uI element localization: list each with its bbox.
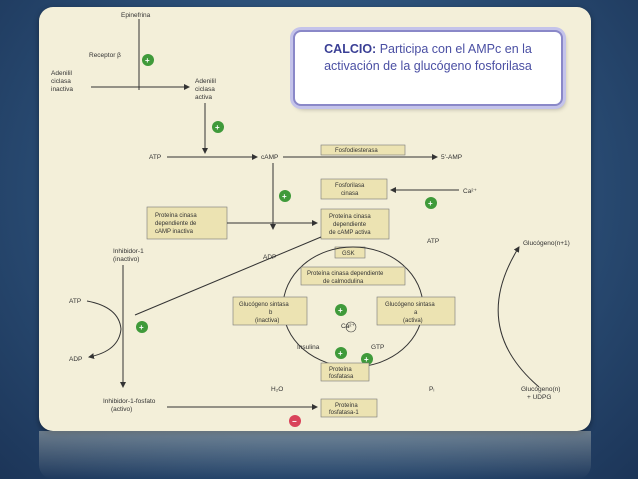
label-adenil-inactiva-2: ciclasa xyxy=(51,78,71,85)
plus-circle-inhibidor xyxy=(136,321,148,333)
label-glucogeno-n1: Glucógeno(n+1) xyxy=(523,240,570,247)
label-gs-a-1: Glucógeno sintasa xyxy=(385,302,435,308)
box-pk-inactiva xyxy=(146,206,228,240)
label-atp2: ATP xyxy=(427,238,439,245)
plus-sign-ca: + xyxy=(428,199,433,208)
plus-circle-camp xyxy=(279,190,291,202)
label-proteina-fosfatasa-2: fosfatasa xyxy=(329,374,354,380)
label-adenil-inactiva-3: inactiva xyxy=(51,86,73,93)
arrow-atp-adp-left xyxy=(86,300,122,359)
box-fosforilasa-cinasa xyxy=(320,178,388,200)
label-gs-a-2: a xyxy=(414,310,418,316)
plus-sign-insulina: + xyxy=(338,349,343,358)
label-adenil-activa-3: activa xyxy=(195,94,212,101)
label-inhibidor1-1: Inhibidor-1 xyxy=(113,248,144,255)
label-inhibidor1-fosfato-2: (activo) xyxy=(111,406,132,413)
label-pk-calmodulina-1: Proteína cinasa dependiente xyxy=(307,271,384,277)
label-camp: cAMP xyxy=(261,154,278,161)
label-pi: Pᵢ xyxy=(429,386,434,393)
box-gs-a xyxy=(376,296,456,326)
box-proteina-fosfatasa xyxy=(320,362,370,382)
line-pk-inhibidor xyxy=(134,236,322,316)
callout-title: CALCIO: xyxy=(324,42,377,56)
label-gs-b-1: Glucógeno sintasa xyxy=(239,302,289,308)
plus-circle-gtp xyxy=(361,353,373,365)
plus-sign-cycle: + xyxy=(338,306,343,315)
plus-sign-camp: + xyxy=(282,192,287,201)
label-inhibidor1-2: (inactivo) xyxy=(113,256,139,263)
label-proteina-fosfatasa1-2: fosfatasa-1 xyxy=(329,410,359,416)
box-pk-calmodulina xyxy=(300,266,406,286)
label-epinefrina: Epinefrina xyxy=(121,12,151,19)
label-pk-calmodulina-2: de calmodulina xyxy=(323,279,364,285)
label-inhibidor1-fosfato-1: Inhibidor-1-fosfato xyxy=(103,398,156,405)
minus-sign: − xyxy=(292,417,297,426)
plus-circle-receptor xyxy=(142,54,154,66)
plus-circle-ca xyxy=(425,197,437,209)
label-fosforilasa-cinasa-2: cinasa xyxy=(341,191,359,197)
box-gs-b xyxy=(232,296,308,326)
label-ca2: Ca²⁺ xyxy=(463,188,477,195)
label-gs-b-2: b xyxy=(269,310,273,316)
label-pk-inactiva-2: dependiente de xyxy=(155,221,197,227)
plus-sign-inhibidor: + xyxy=(139,323,144,332)
plus-circle-cycle xyxy=(335,304,347,316)
label-insulina: Insulina xyxy=(297,344,320,351)
label-proteina-fosfatasa1-1: Proteína xyxy=(335,403,358,409)
label-gs-a-3: (activa) xyxy=(403,318,423,324)
plus-circle-insulina xyxy=(335,347,347,359)
label-atp-left: ATP xyxy=(69,298,81,305)
label-pk-activa-1: Proteína cinasa xyxy=(329,214,371,220)
label-gsk: GSK xyxy=(342,251,355,257)
label-adp: ADP xyxy=(263,254,276,261)
label-adenil-activa-2: ciclasa xyxy=(195,86,215,93)
box-fosfodiesterasa xyxy=(320,144,406,156)
label-ca2b: Ca²⁺ xyxy=(341,323,355,330)
label-h2o: H₂O xyxy=(271,386,283,393)
label-pk-inactiva-3: cAMP inactiva xyxy=(155,229,194,235)
label-glucogeno-n-2: + UDPG xyxy=(527,394,551,401)
label-gs-b-3: (inactiva) xyxy=(255,318,279,324)
callout-text: Participa con el AMPc en la activación d… xyxy=(324,42,532,73)
label-atp: ATP xyxy=(149,154,161,161)
label-glucogeno-n-1: Glucógeno(n) xyxy=(521,386,560,393)
label-gtp: GTP xyxy=(371,344,384,351)
arrow-glucogeno-arc xyxy=(497,246,540,388)
label-pk-activa-3: de cAMP activa xyxy=(329,230,371,236)
label-fosfodiesterasa: Fosfodiesterasa xyxy=(335,148,378,154)
box-pk-activa xyxy=(320,208,390,240)
label-adenil-activa-1: Adenilil xyxy=(195,78,217,85)
minus-circle xyxy=(289,415,301,427)
label-fosforilasa-cinasa-1: Fosforilasa xyxy=(335,183,365,189)
label-pk-activa-2: dependiente xyxy=(333,222,367,228)
label-pk-inactiva-1: Proteína cinasa xyxy=(155,213,197,219)
calcio-callout: CALCIO: Participa con el AMPc en la acti… xyxy=(293,30,563,106)
label-adp-left: ADP xyxy=(69,356,82,363)
plus-sign-adenil: + xyxy=(215,123,220,132)
metabolic-pathway-diagram: Epinefrina Receptor β + Adenilil ciclasa… xyxy=(51,12,570,427)
plus-circle-adenil xyxy=(212,121,224,133)
slide-reflection xyxy=(39,431,591,479)
plus-sign-receptor: + xyxy=(145,56,150,65)
plus-sign-gtp: + xyxy=(364,355,369,364)
label-5amp: 5'-AMP xyxy=(441,154,462,161)
label-proteina-fosfatasa-1: Proteína xyxy=(329,367,352,373)
label-adenil-inactiva-1: Adenilil xyxy=(51,70,73,77)
box-proteina-fosfatasa1 xyxy=(320,398,378,418)
cycle-small-circle xyxy=(345,321,357,333)
label-receptor: Receptor β xyxy=(89,52,121,59)
